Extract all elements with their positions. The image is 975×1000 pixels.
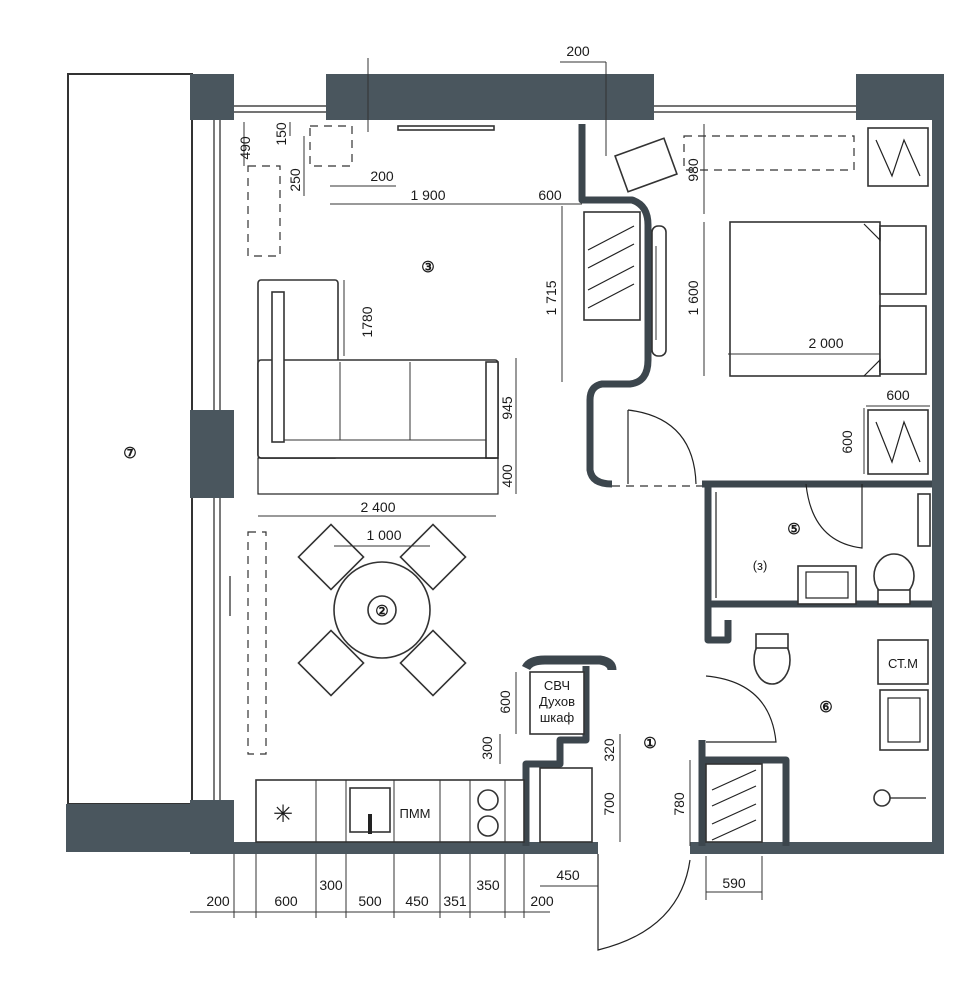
dim-bottom-500: 500 <box>358 893 382 909</box>
dining-table[interactable] <box>297 523 467 697</box>
bedroom-chair[interactable] <box>614 137 678 193</box>
bath6-door[interactable] <box>705 675 777 743</box>
wall-bottom-bath <box>690 842 944 854</box>
bath6-sink <box>879 689 929 751</box>
dim-320: 320 <box>601 738 617 762</box>
bath5-towel-rail <box>917 493 931 547</box>
room-number-3: ③ <box>421 259 434 276</box>
dim-780: 780 <box>671 792 687 816</box>
washer <box>877 639 929 685</box>
balcony-bottom-wall <box>66 804 194 852</box>
washer-label: СТ.М <box>888 656 918 671</box>
bedroom-bottom-wardrobe <box>867 409 929 475</box>
dim-1600: 1 600 <box>685 280 701 315</box>
wall-left-pillar <box>190 410 234 498</box>
wall-bedroom-left <box>578 124 652 488</box>
dim-1780: 1780 <box>359 306 375 337</box>
dashed-shelf-top-strip <box>309 125 353 167</box>
dim-bottom-351: 351 <box>443 893 467 909</box>
dim-bottom-200-left: 200 <box>206 893 230 909</box>
wall-left-bottom-pillar <box>190 800 234 854</box>
bedroom-wardrobe <box>583 211 667 357</box>
bedroom-desk-dashed <box>683 135 855 171</box>
dim-2000: 2 000 <box>808 335 843 351</box>
wall-bath6-closet <box>702 756 790 846</box>
cabinet-label: шкаф <box>540 710 575 725</box>
dim-bottom-450: 450 <box>405 893 429 909</box>
kitchen-sink-faucet <box>368 814 372 834</box>
dim-450-right: 450 <box>556 867 580 883</box>
entrance-door[interactable] <box>597 854 691 951</box>
dim-980: 980 <box>685 158 701 182</box>
dim-bottom-600: 600 <box>274 893 298 909</box>
dim-945: 945 <box>499 396 515 420</box>
dim-top-200: 200 <box>566 43 590 59</box>
hob-burner-2 <box>477 815 499 837</box>
room-number-7: ⑦ <box>123 445 136 462</box>
bedroom-door[interactable] <box>627 409 697 485</box>
dim-400: 400 <box>499 464 515 488</box>
tv-stand <box>397 125 495 131</box>
dim-590: 590 <box>722 875 746 891</box>
wall-bath6-left <box>704 604 732 644</box>
dim-bottom-350: 350 <box>476 877 500 893</box>
dim-600-top: 600 <box>538 187 562 203</box>
room-number-1: ① <box>643 735 656 752</box>
room-number-6: ⑥ <box>819 699 832 716</box>
wall-bottom-kitchen <box>234 842 598 854</box>
bath6-sink-basin <box>887 697 921 743</box>
dashed-shelf-top <box>247 165 281 257</box>
wall-kitchen-column-top <box>521 655 617 671</box>
dim-700: 700 <box>601 792 617 816</box>
dim-600-bed: 600 <box>886 387 910 403</box>
dim-300-kitchen: 300 <box>479 736 495 760</box>
hall-wardrobe <box>705 763 763 843</box>
shower-drain <box>873 789 891 807</box>
sofa[interactable] <box>257 279 499 495</box>
dim-bottom-300: 300 <box>319 877 343 893</box>
dim-250: 250 <box>287 168 303 192</box>
balcony-outline <box>67 73 193 805</box>
dim-600-kitchen: 600 <box>497 690 513 714</box>
dim-2400: 2 400 <box>360 499 395 515</box>
room-number-2: ② <box>375 603 388 620</box>
dimension-lines <box>190 58 930 918</box>
dim-1000: 1 000 <box>366 527 401 543</box>
bed[interactable] <box>729 221 927 377</box>
oven-label: Духов <box>539 694 575 709</box>
dim-490: 490 <box>237 136 253 160</box>
dim-1900: 1 900 <box>410 187 445 203</box>
bath5-door[interactable] <box>805 483 863 549</box>
wall-right <box>932 118 944 854</box>
dim-200-inner: 200 <box>370 168 394 184</box>
dim-1715: 1 715 <box>543 280 559 315</box>
room-5-mark: (з) <box>753 558 768 573</box>
dishwasher-label: ПММ <box>399 806 430 821</box>
wall-top-left-pillar <box>190 74 234 120</box>
hob-burner-1 <box>477 789 499 811</box>
bath5-toilet-tank <box>877 589 911 605</box>
fridge-tall <box>539 767 593 843</box>
dim-150: 150 <box>273 122 289 146</box>
wall-top-right <box>856 74 944 120</box>
bedroom-top-wardrobe <box>867 127 929 187</box>
wall-top-middle <box>326 74 654 120</box>
dim-600-bed-v: 600 <box>839 430 855 454</box>
bath5-sink-basin <box>805 571 849 599</box>
fridge-snowflake-icon: ✳ <box>273 801 293 828</box>
oven-cabinet <box>529 671 585 735</box>
dashed-shelf-lower <box>247 531 267 755</box>
microwave-label: СВЧ <box>544 678 570 693</box>
room-number-5: ⑤ <box>787 521 800 538</box>
wall-kitchen-column <box>522 666 590 846</box>
dim-bottom-200-right: 200 <box>530 893 554 909</box>
bath6-toilet-tank <box>755 633 789 649</box>
